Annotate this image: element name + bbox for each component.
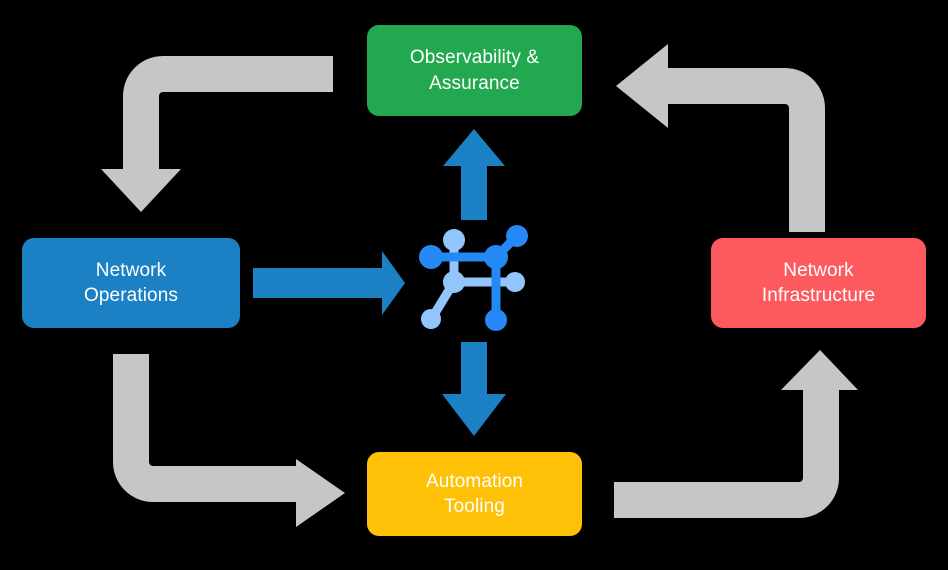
node-network-operations[interactable]: Network Operations: [22, 238, 240, 328]
arrow-operations-to-automation: [113, 354, 345, 527]
arrow-observability-to-operations: [101, 56, 333, 212]
node-label-automation: Automation Tooling: [425, 470, 524, 517]
topology-nodes-secondary: [421, 229, 525, 329]
topology-nodes-primary: [419, 225, 528, 331]
arrow-center-to-automation: [442, 342, 506, 436]
arrow-operations-to-center: [253, 251, 405, 315]
node-label-observability: Observability & Assurance: [409, 47, 540, 94]
network-topology-icon: [419, 225, 528, 331]
arrow-center-to-observability: [443, 129, 505, 220]
arrow-automation-to-infrastructure: [614, 350, 858, 518]
arrow-infrastructure-to-observability: [616, 44, 825, 232]
node-automation-tooling[interactable]: Automation Tooling: [367, 452, 582, 536]
node-label-infrastructure: Network Infrastructure: [761, 259, 876, 306]
node-network-infrastructure[interactable]: Network Infrastructure: [711, 238, 926, 328]
node-label-operations: Network Operations: [84, 259, 178, 306]
node-observability-assurance[interactable]: Observability & Assurance: [367, 25, 582, 116]
